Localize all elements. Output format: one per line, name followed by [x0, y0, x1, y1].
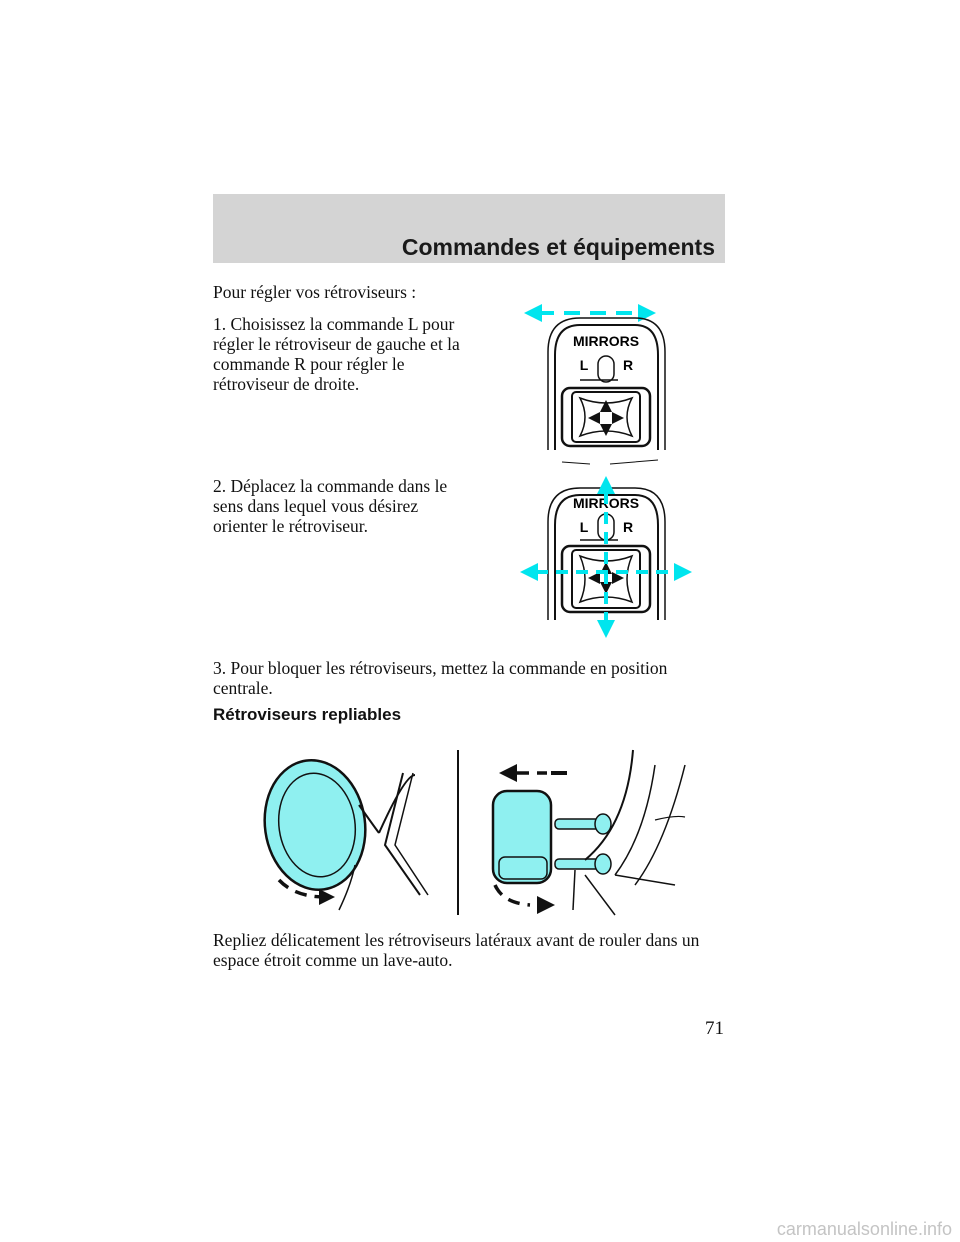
chapter-title: Commandes et équipements	[401, 234, 715, 260]
step-2-text: 2. Déplacez la commande dans le sens dan…	[213, 476, 447, 536]
switch-right-label: R	[623, 519, 633, 535]
step-3-text: 3. Pour bloquer les rétroviseurs, mettez…	[213, 658, 667, 698]
closing-text: Repliez délicatement les rétroviseurs la…	[213, 930, 699, 970]
arrow-right-icon	[537, 896, 555, 914]
closing-line: Repliez délicatement les rétroviseurs la…	[213, 930, 700, 950]
section-title: Rétroviseurs repliables	[213, 705, 402, 724]
arrow-up-icon	[597, 476, 615, 494]
intro-text: Pour régler vos rétroviseurs :	[213, 282, 417, 302]
switch-right-label: R	[623, 357, 633, 373]
mirror-switch-select-figure: MIRRORS L R	[524, 304, 666, 465]
step-3-line: 3. Pour bloquer les rétroviseurs, mettez…	[213, 658, 668, 678]
folding-mirrors-figure	[263, 749, 686, 916]
switch-left-label: L	[580, 357, 589, 373]
arrow-left-icon	[499, 764, 517, 782]
step-1-line: rétroviseur de droite.	[213, 374, 360, 394]
switch-mirrors-label: MIRRORS	[573, 333, 639, 349]
arrow-right-icon	[319, 889, 335, 905]
step-1-line: régler le rétroviseur de gauche et la	[213, 334, 460, 354]
step-1-text: 1. Choisissez la commande L pour régler …	[213, 314, 460, 394]
step-3-line: centrale.	[213, 678, 273, 698]
step-2-line: sens dans lequel vous désirez	[213, 496, 419, 516]
footer-watermark: carmanualsonline.info	[776, 1219, 952, 1239]
closing-line: espace étroit comme un lave-auto.	[213, 950, 453, 970]
step-1-line: commande R pour régler le	[213, 354, 405, 374]
switch-left-label: L	[580, 519, 589, 535]
step-1-line: 1. Choisissez la commande L pour	[213, 314, 455, 334]
arrow-right-icon	[638, 304, 656, 322]
arrow-left-icon	[520, 563, 538, 581]
mirror-switch-direction-figure: MIRRORS L R	[520, 476, 692, 638]
arrow-left-icon	[524, 304, 542, 322]
arrow-down-icon	[597, 620, 615, 638]
step-2-line: 2. Déplacez la commande dans le	[213, 476, 448, 496]
step-2-line: orienter le rétroviseur.	[213, 516, 369, 536]
chapter-header-band: Commandes et équipements	[213, 194, 725, 263]
arrow-right-icon	[674, 563, 692, 581]
page-number: 71	[705, 1018, 724, 1039]
